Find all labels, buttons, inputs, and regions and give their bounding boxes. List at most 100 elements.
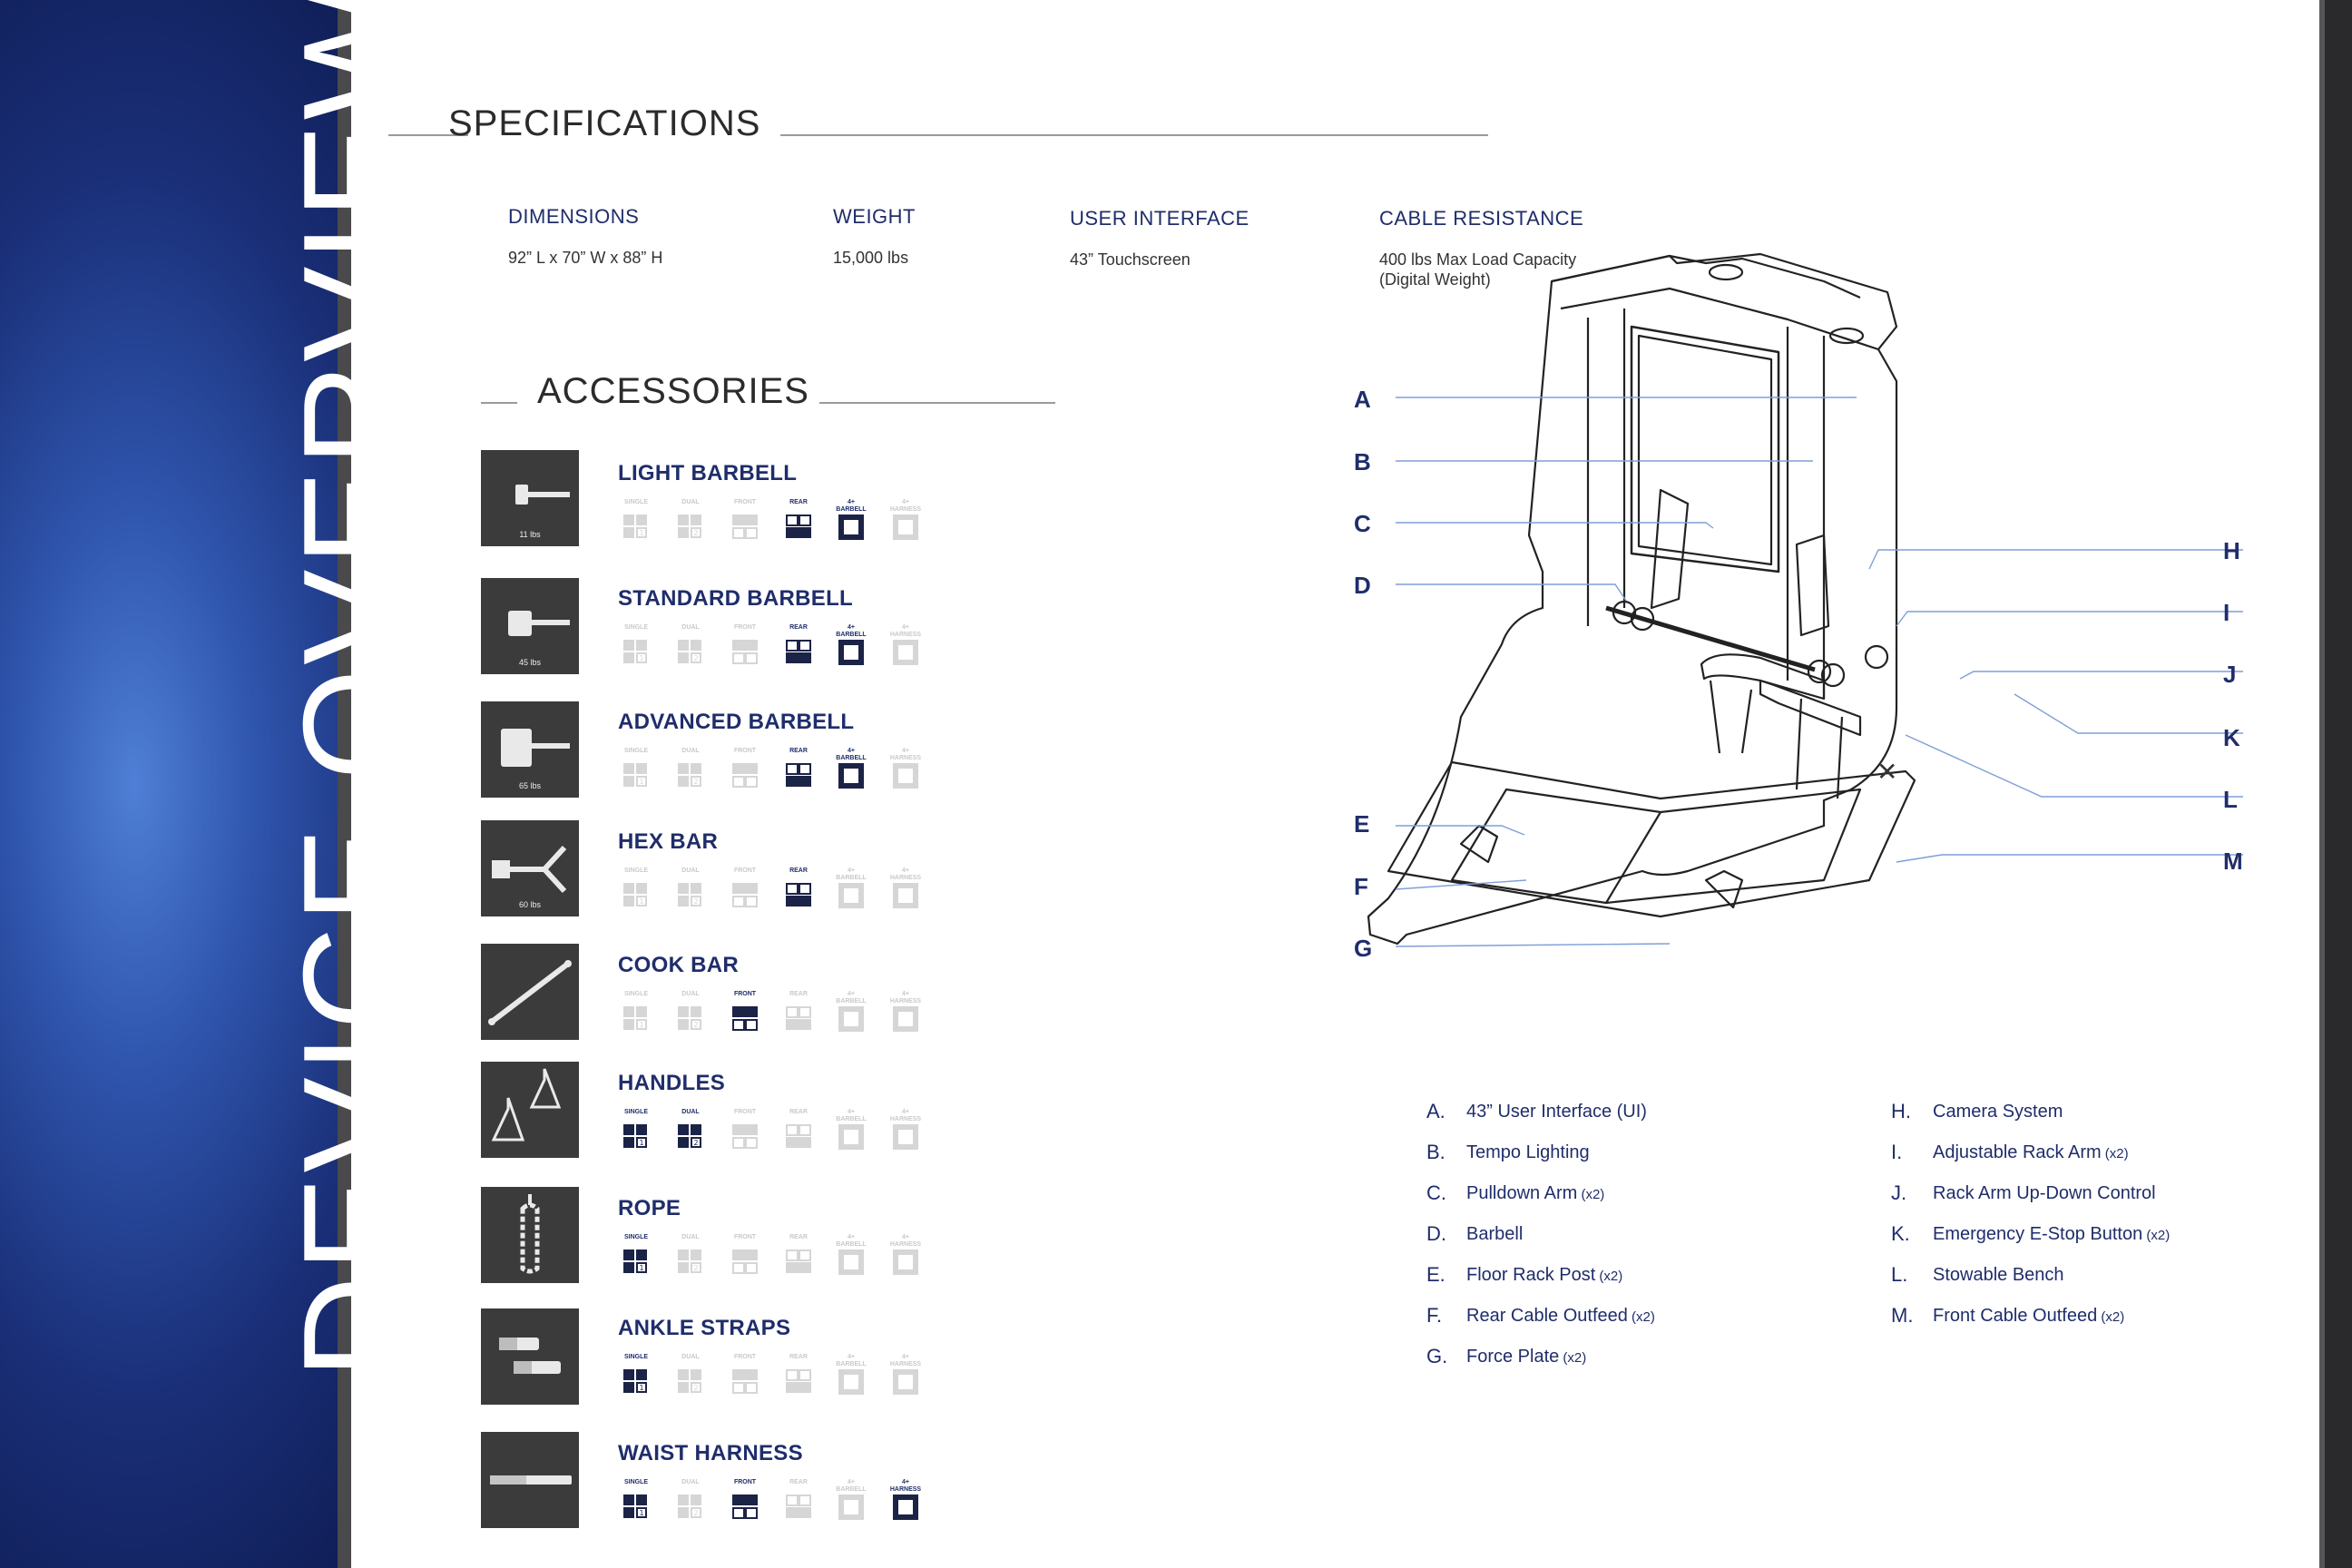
accessory-name: COOK BAR (618, 953, 740, 977)
legend-letter: M. (1891, 1304, 1914, 1327)
mode-badge-4-barbell: 4+ BARBELL (833, 624, 869, 666)
mode-badge-label: SINGLE (623, 748, 649, 754)
mode-badge-glyph (838, 763, 864, 789)
mode-badge-label: SINGLE (623, 1109, 649, 1115)
mode-badge-4-barbell: 4+ BARBELL (833, 1479, 869, 1521)
screen-outline (1630, 325, 1780, 573)
mode-badge-glyph: 1 (623, 1250, 647, 1273)
svg-text:1: 1 (639, 1021, 643, 1029)
legend-item: 43” User Interface (UI) (1466, 1102, 1647, 1122)
mode-badge-glyph: 1 (623, 640, 647, 663)
spec-rule-right (780, 134, 1488, 136)
mode-badge-4-harness: 4+ HARNESS (887, 991, 924, 1033)
mode-badge-front: FRONT (727, 624, 763, 666)
legend-letter: K. (1891, 1222, 1910, 1245)
mode-badge-label: 4+ HARNESS (889, 991, 922, 1004)
mode-badge-label: SINGLE (623, 499, 649, 505)
accessory-weight: 60 lbs (518, 900, 542, 909)
spec-ui-value: 43” Touchscreen (1070, 250, 1191, 269)
mode-badge-label: 4+ BARBELL (836, 1234, 867, 1248)
accessory-weight: 65 lbs (518, 781, 542, 790)
mode-badge-front: FRONT (727, 867, 763, 909)
mode-badge-glyph: 2 (678, 1369, 701, 1393)
mode-badge-label: 4+ BARBELL (836, 1479, 867, 1493)
callout-e: E (1354, 810, 1370, 838)
mode-badge-4-harness: 4+ HARNESS (887, 1109, 924, 1151)
legend-letter: D. (1426, 1222, 1446, 1245)
mode-badge-glyph (838, 640, 864, 665)
mode-badge-glyph: 2 (678, 514, 701, 538)
legend-letter: L. (1891, 1263, 1908, 1286)
svg-text:2: 2 (693, 529, 698, 537)
mode-badge-front: FRONT (727, 1109, 763, 1151)
legend-item: Barbell (1466, 1224, 1523, 1245)
bench (1700, 653, 1826, 701)
legend-item: Rack Arm Up-Down Control (1933, 1183, 2156, 1204)
svg-text:1: 1 (639, 1264, 643, 1272)
mode-badge-glyph (893, 514, 918, 540)
legend-letter: F. (1426, 1304, 1443, 1327)
mode-badge-label: FRONT (733, 748, 757, 754)
mode-badge-glyph: 2 (678, 1124, 701, 1148)
mode-badge-glyph (732, 1124, 758, 1149)
mode-badge-4-barbell: 4+ BARBELL (833, 867, 869, 909)
svg-text:✕: ✕ (1877, 757, 1897, 787)
mode-badge-label: SINGLE (623, 867, 649, 874)
legend-item: Pulldown Arm (x2) (1466, 1183, 1604, 1204)
mode-badge-label: FRONT (733, 624, 757, 631)
mode-badge-label: FRONT (733, 991, 757, 997)
mode-badge-label: 4+ BARBELL (836, 624, 867, 638)
mode-badge-glyph (893, 1250, 918, 1275)
mode-badge-label: FRONT (733, 1109, 757, 1115)
mode-badge-label: FRONT (733, 1234, 757, 1240)
mode-badge-label: 4+ BARBELL (836, 991, 867, 1004)
mode-badge-4-harness: 4+ HARNESS (887, 867, 924, 909)
spec-ui-label: USER INTERFACE (1070, 207, 1250, 230)
mode-badge-glyph (838, 514, 864, 540)
mode-badge-4-barbell: 4+ BARBELL (833, 748, 869, 789)
mode-badge-label: REAR (789, 499, 808, 505)
sidebar-banner (0, 0, 338, 1568)
ankle-straps-icon (481, 1308, 579, 1405)
sidebar-edge (338, 0, 351, 1568)
mode-badge-rear: REAR (780, 499, 817, 541)
mode-badge-glyph (732, 1369, 758, 1394)
mode-badge-glyph: 1 (623, 763, 647, 787)
legend-text: Rear Cable Outfeed (1466, 1306, 1628, 1326)
mode-badge-label: 4+ HARNESS (889, 1234, 922, 1248)
mode-badge-label: DUAL (681, 624, 700, 631)
mode-badge-4-harness: 4+ HARNESS (887, 748, 924, 789)
svg-text:2: 2 (693, 1021, 698, 1029)
mode-badge-glyph (732, 514, 758, 539)
mode-badge-label: 4+ HARNESS (889, 1479, 922, 1493)
callout-d: D (1354, 572, 1371, 599)
mode-badge-4-barbell: 4+ BARBELL (833, 1234, 869, 1276)
mode-badge-front: FRONT (727, 1234, 763, 1276)
legend-note: (x2) (1595, 1269, 1623, 1284)
callout-i: I (2223, 599, 2230, 626)
legend-note: (x2) (1559, 1350, 1587, 1366)
callout-m: M (2223, 848, 2243, 875)
spec-dimensions-label: DIMENSIONS (508, 205, 640, 228)
callout-h: H (2223, 537, 2240, 564)
legend-text: 43” User Interface (UI) (1466, 1102, 1647, 1122)
callout-b: B (1354, 448, 1371, 475)
legend-item: Stowable Bench (1933, 1265, 2064, 1286)
mode-badge-glyph (786, 763, 811, 787)
legend-item: Rear Cable Outfeed (x2) (1466, 1306, 1655, 1327)
legend-item: Camera System (1933, 1102, 2063, 1122)
cook-bar-icon (481, 944, 579, 1040)
mode-badge-glyph (732, 763, 758, 788)
legend-text: Barbell (1466, 1224, 1524, 1244)
advanced-barbell-icon: 65 lbs (481, 701, 579, 798)
legend-letter: G. (1426, 1345, 1448, 1367)
svg-text:1: 1 (639, 654, 643, 662)
mode-badge-label: REAR (789, 624, 808, 631)
spec-cable-label: CABLE RESISTANCE (1379, 207, 1584, 230)
standard-barbell-icon: 45 lbs (481, 578, 579, 674)
